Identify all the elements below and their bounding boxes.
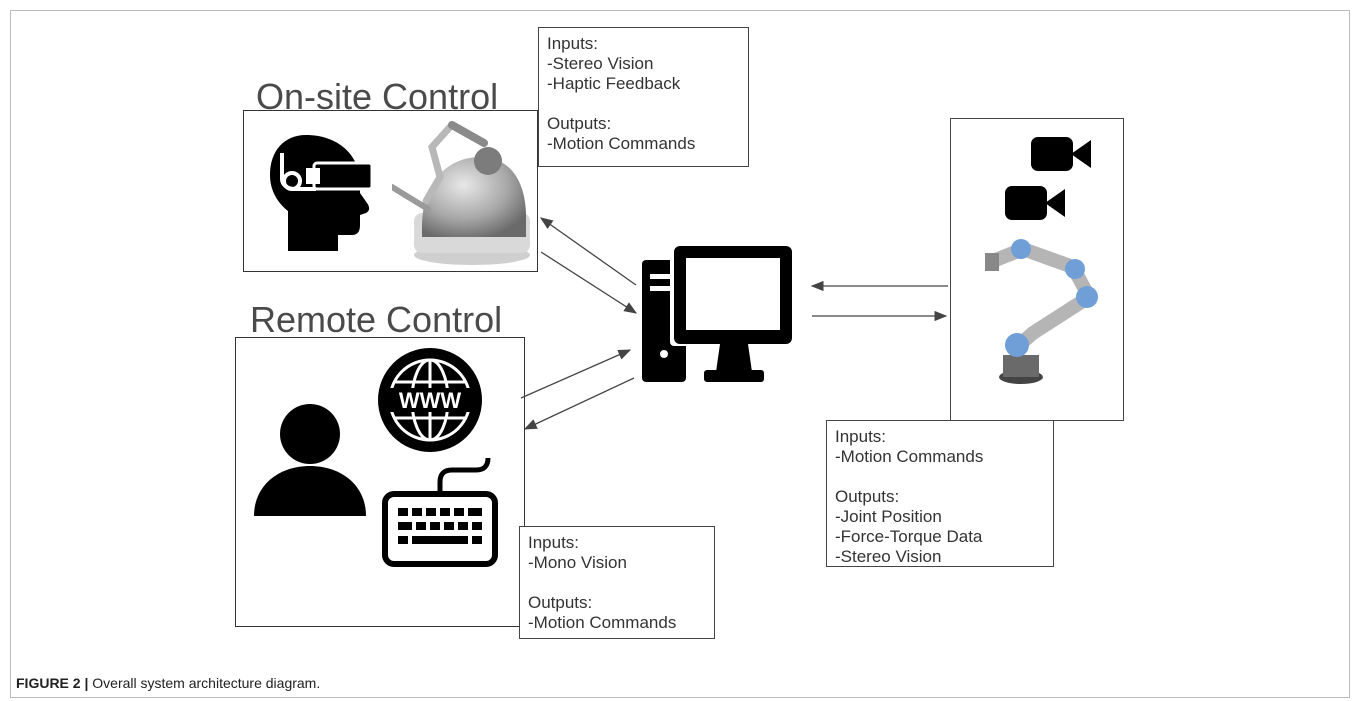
figure-caption: FIGURE 2 | Overall system architecture d…	[16, 675, 320, 691]
haptic-device-icon	[392, 121, 530, 265]
robot-output-item: -Joint Position	[835, 507, 942, 526]
onsite-input-item: -Haptic Feedback	[547, 74, 681, 93]
robot-io-box: Inputs: -Motion Commands Outputs: -Joint…	[826, 420, 1054, 567]
remote-inputs-label: Inputs:	[528, 533, 580, 552]
remote-io-box: Inputs: -Mono Vision Outputs: -Motion Co…	[519, 526, 715, 639]
caption-label: FIGURE 2 |	[16, 675, 89, 691]
robot-inputs-label: Inputs:	[835, 427, 887, 446]
robot-arm-icon	[985, 239, 1098, 384]
desktop-computer-icon	[642, 246, 792, 382]
arrow-computer-to-remote	[523, 377, 635, 430]
user-icon	[254, 404, 366, 516]
remote-input-item: -Mono Vision	[528, 553, 627, 572]
arrow-remote-to-computer	[520, 349, 632, 399]
onsite-input-item: -Stereo Vision	[547, 54, 654, 73]
robot-box	[950, 118, 1124, 421]
figure-frame	[10, 10, 1350, 698]
svg-text:WWW: WWW	[399, 388, 462, 413]
arrow-computer-to-onsite	[539, 217, 637, 286]
remote-box: WWW	[235, 337, 525, 627]
onsite-box	[243, 110, 538, 272]
robot-output-item: -Force-Torque Data	[835, 527, 983, 546]
onsite-outputs-label: Outputs:	[547, 114, 612, 133]
remote-outputs-label: Outputs:	[528, 593, 593, 612]
remote-output-item: -Motion Commands	[528, 613, 677, 632]
vr-headset-head-icon	[270, 135, 374, 251]
remote-heading: Remote Control	[250, 299, 503, 340]
video-camera-icon	[1005, 186, 1065, 220]
onsite-inputs-label: Inputs:	[547, 34, 599, 53]
robot-output-item: -Stereo Vision	[835, 547, 942, 566]
onsite-output-item: -Motion Commands	[547, 134, 696, 153]
robot-outputs-label: Outputs:	[835, 487, 900, 506]
onsite-io-box: Inputs: -Stereo Vision -Haptic Feedback …	[538, 27, 749, 167]
www-globe-icon: WWW	[378, 348, 482, 452]
arrow-onsite-to-computer	[540, 251, 638, 314]
robot-input-item: -Motion Commands	[835, 447, 984, 466]
video-camera-icon	[1031, 137, 1091, 171]
keyboard-icon	[382, 457, 498, 567]
caption-text: Overall system architecture diagram.	[88, 675, 321, 691]
